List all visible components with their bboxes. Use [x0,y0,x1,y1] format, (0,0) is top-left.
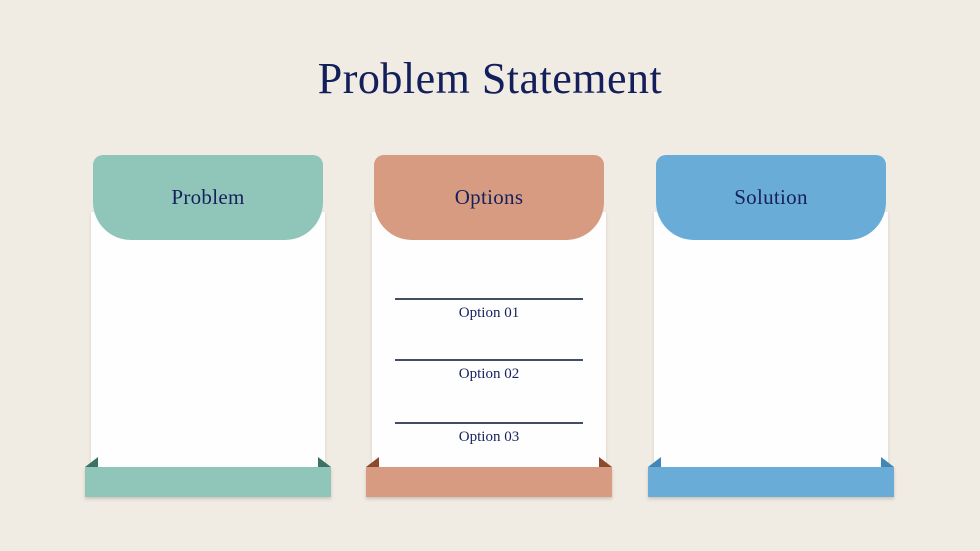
solution-footer-bar [648,467,894,497]
problem-card-body [91,212,325,467]
option-label: Option 01 [458,305,520,321]
options-card-header: Options [374,155,604,240]
options-card-title: Options [454,185,524,209]
option-label: Option 03 [458,429,520,445]
options-card: Option 01 Option 02 Option 03 Options [366,155,612,497]
solution-ribbon-fold-left [648,457,661,467]
option-row: Option 02 [395,359,583,383]
option-divider [395,359,583,361]
option-row: Option 01 [395,298,583,322]
problem-card-title: Problem [171,185,245,209]
options-ribbon-fold-left [366,457,379,467]
option-divider [395,298,583,300]
option-label: Option 02 [458,366,520,382]
options-ribbon-fold-right [599,457,612,467]
option-divider [395,422,583,424]
solution-card-header: Solution [656,155,886,240]
options-card-body [372,212,606,467]
problem-card-header: Problem [93,155,323,240]
solution-ribbon-fold-right [881,457,894,467]
solution-card-body [654,212,888,467]
option-row: Option 03 [395,422,583,446]
problem-ribbon-fold-left [85,457,98,467]
problem-card: Problem [85,155,331,497]
options-footer-bar [366,467,612,497]
solution-card: Solution [648,155,894,497]
problem-ribbon-fold-right [318,457,331,467]
page-title: Problem Statement [317,54,663,103]
problem-footer-bar [85,467,331,497]
solution-card-title: Solution [734,185,808,209]
